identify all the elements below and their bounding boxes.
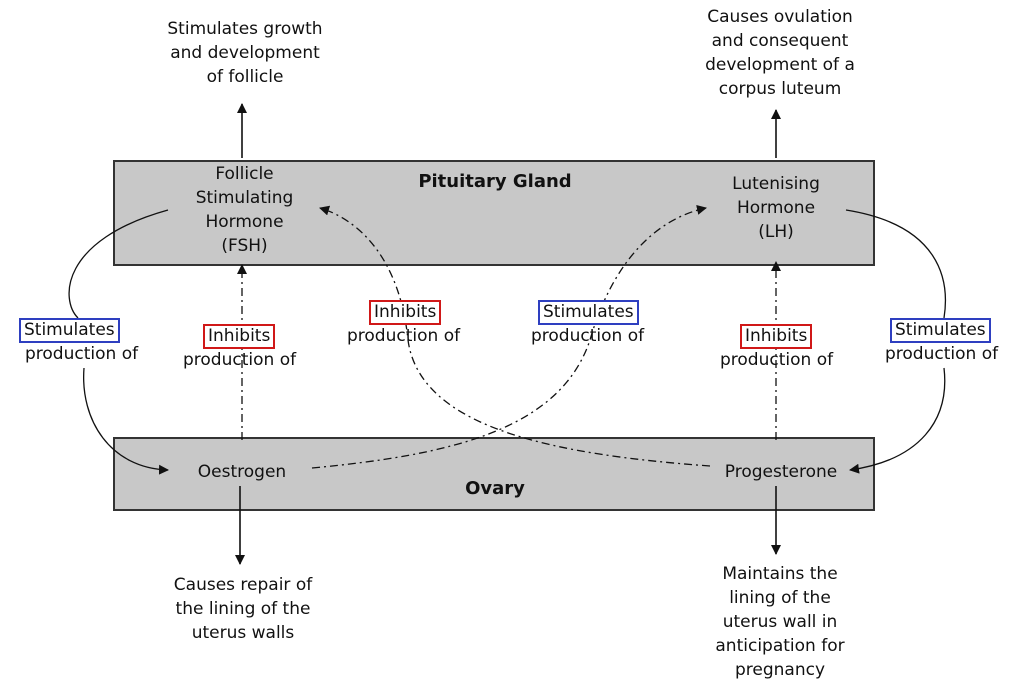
center-right-rest: production of [531, 326, 645, 346]
center-right-verb: Stimulates [538, 300, 639, 325]
progesterone-effect-text: Maintains the lining of the uterus wall … [715, 564, 845, 680]
right-inner-verb: Inhibits [740, 324, 813, 349]
right-outer-rest: production of [885, 344, 999, 364]
left-inner-rest: production of [183, 350, 297, 370]
progesterone-label: Progesterone [724, 462, 838, 482]
left-inner-verb: Inhibits [203, 324, 276, 349]
center-left-verb: Inhibits [369, 300, 442, 325]
right-outer-verb: Stimulates [890, 318, 991, 343]
oestrogen-stimulates-lh-curve [311, 205, 707, 469]
pituitary-gland-box [113, 160, 875, 266]
fsh-to-oestrogen-curve [68, 209, 168, 470]
center-left-rest: production of [347, 326, 461, 346]
pituitary-gland-title: Pituitary Gland [418, 171, 572, 192]
fsh-effect-text: Stimulates growth and development of fol… [167, 19, 323, 87]
right-inner-rest: production of [720, 350, 834, 370]
left-outer-verb: Stimulates [19, 318, 120, 343]
oestrogen-label: Oestrogen [197, 462, 287, 482]
lh-label: Lutenising Hormone (LH) [732, 174, 820, 242]
fsh-label: Follicle Stimulating Hormone (FSH) [195, 164, 294, 256]
lh-to-progesterone-curve [846, 209, 947, 470]
ovary-title: Ovary [465, 478, 525, 499]
lh-effect-text: Causes ovulation and consequent developm… [705, 7, 855, 99]
left-outer-rest: production of [25, 344, 139, 364]
oestrogen-effect-text: Causes repair of the lining of the uteru… [173, 575, 313, 643]
